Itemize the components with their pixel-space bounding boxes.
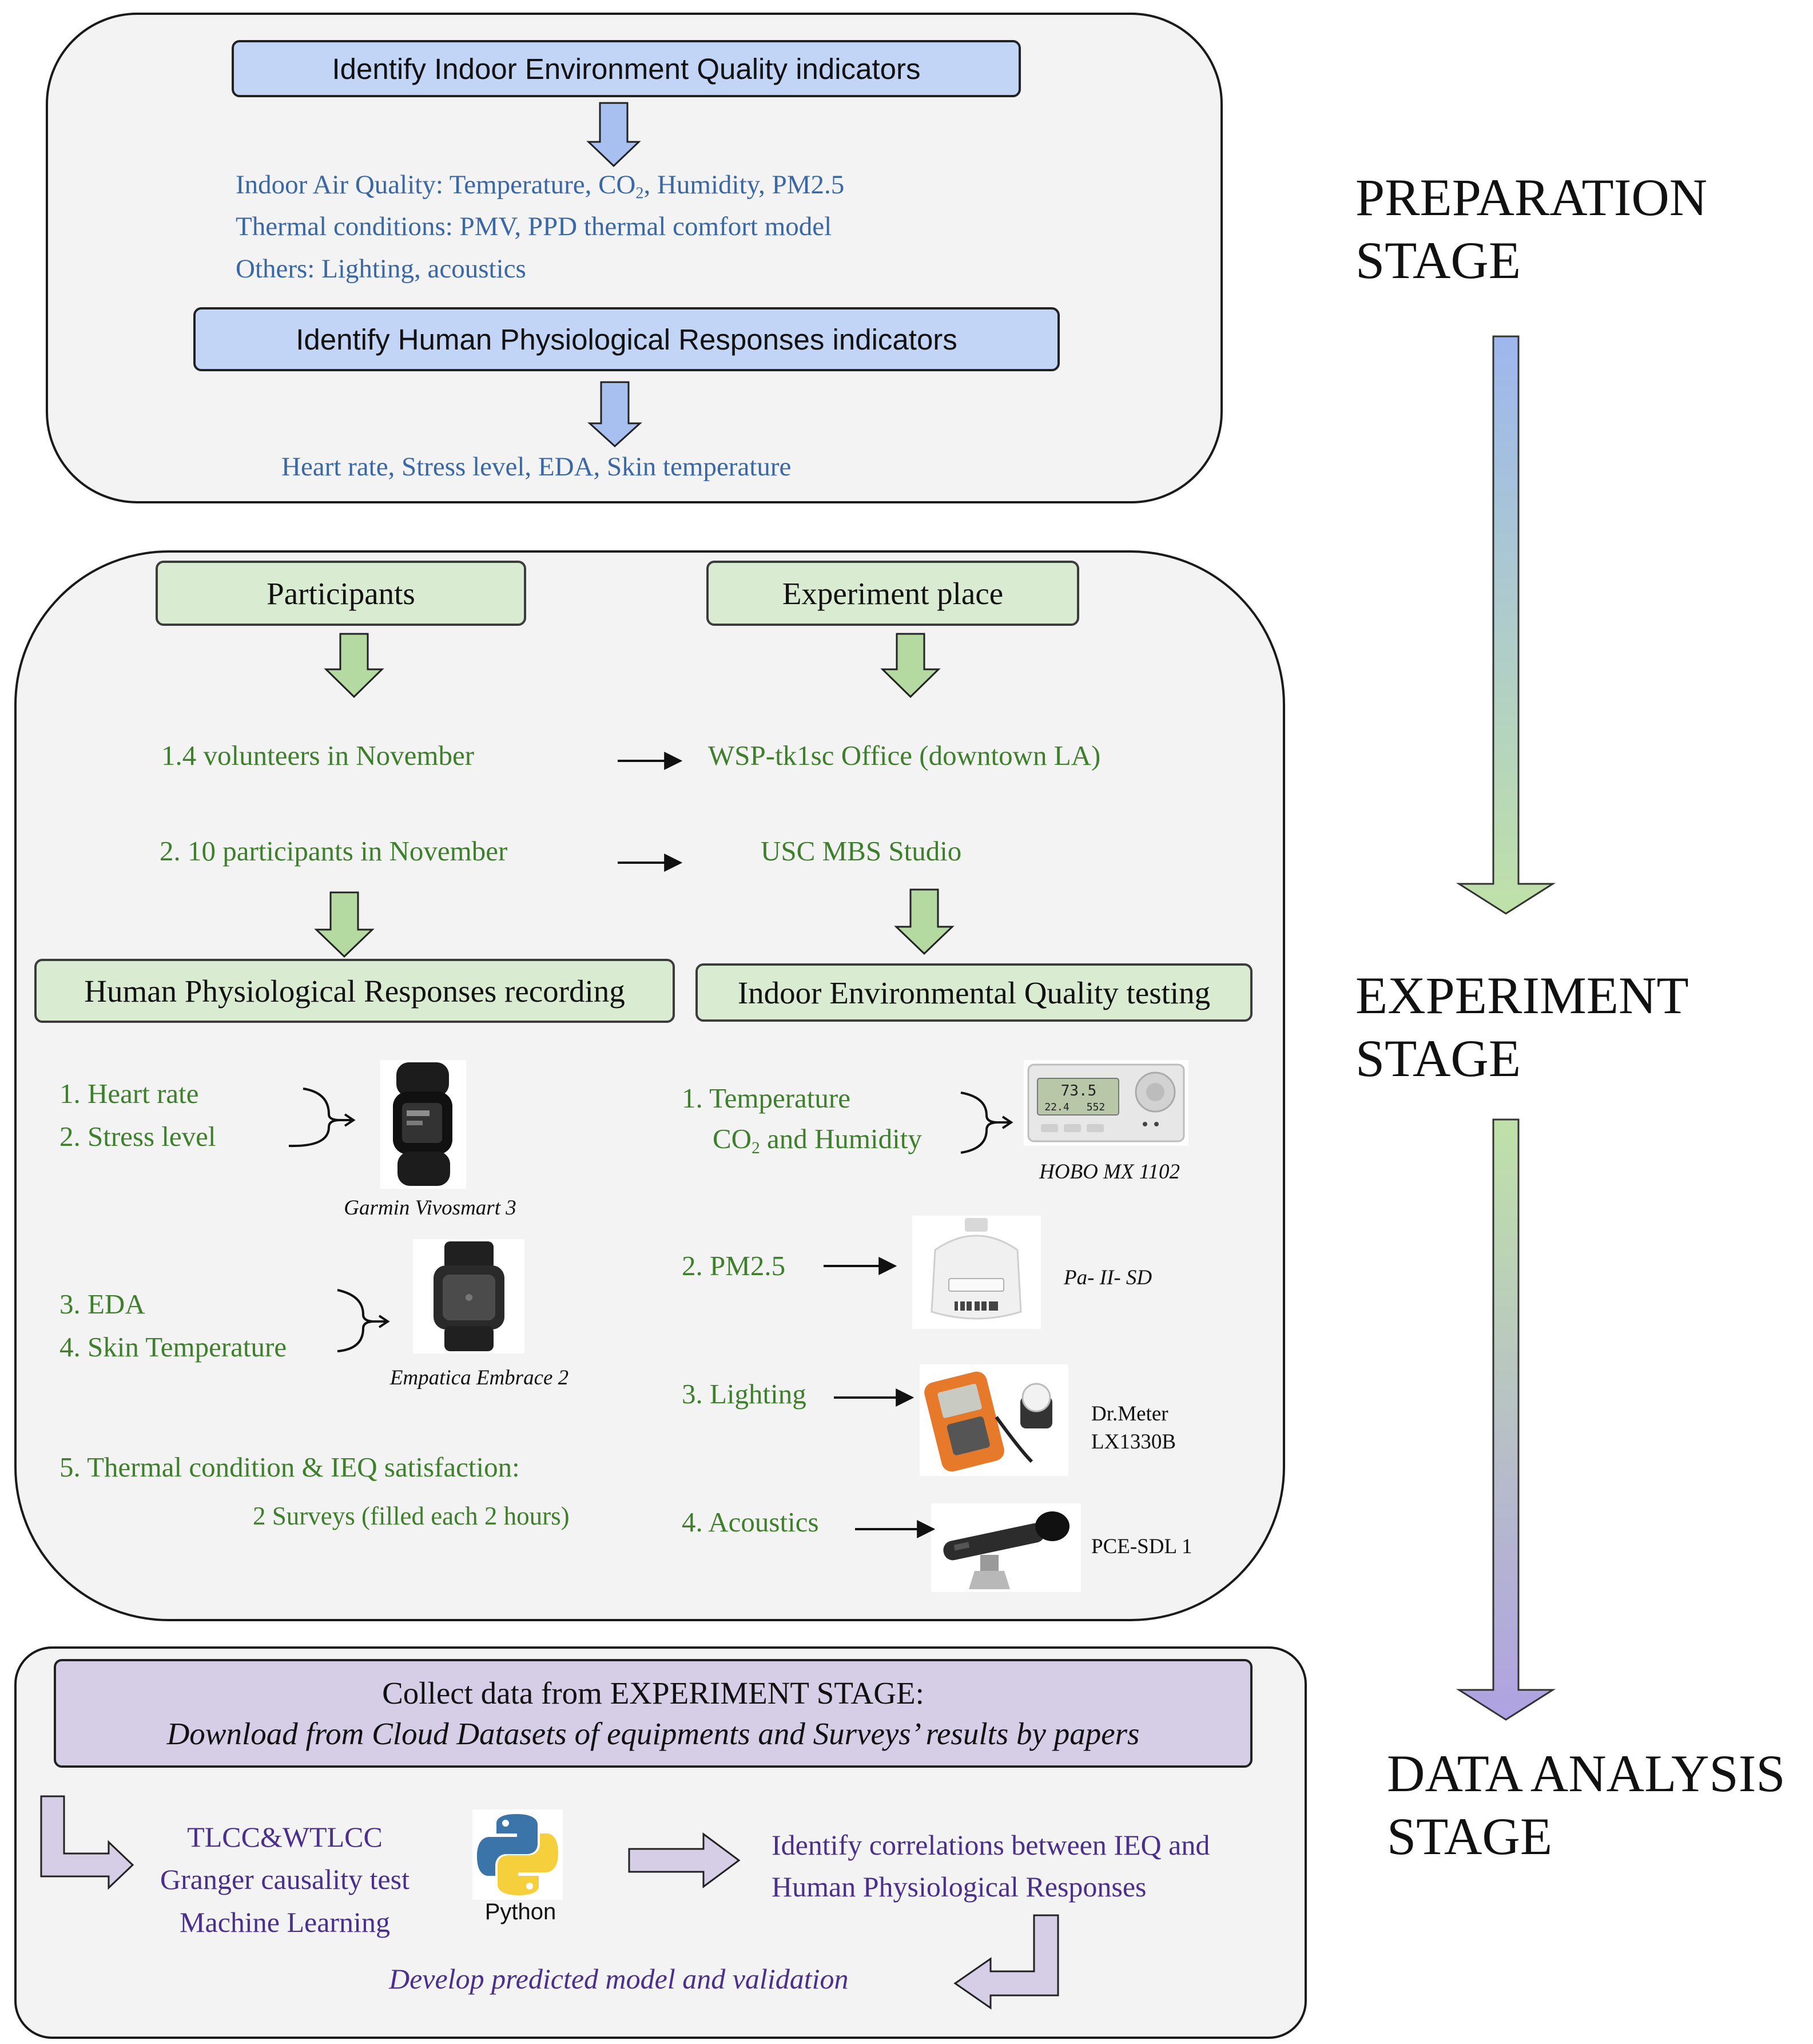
ieq-testing-box: Indoor Environmental Quality testing — [695, 963, 1253, 1022]
down-arrow-participants — [324, 633, 384, 698]
iaq-subscript: 2 — [635, 184, 644, 203]
hpr-indicators-header: Identify Human Physiological Responses i… — [193, 307, 1060, 371]
heart-rate-text: 1. Heart rate — [59, 1078, 199, 1109]
hobo-reading-1: 73.5 — [1061, 1082, 1097, 1100]
hpr-recording-box: Human Physiological Responses recording — [34, 959, 675, 1023]
pa-sensor-icon — [931, 1218, 1022, 1320]
collect-data-box: Collect data from EXPERIMENT STAGE: Down… — [54, 1659, 1253, 1768]
pm25-text: 2. PM2.5 — [682, 1250, 786, 1281]
pce-meter-image — [931, 1503, 1081, 1592]
iaq-prefix: Indoor Air Quality: Temperature, CO — [236, 170, 636, 200]
pce-caption: PCE-SDL 1 — [1091, 1535, 1192, 1558]
sound-meter-icon — [943, 1511, 1069, 1589]
co2-suffix: and Humidity — [760, 1123, 922, 1154]
brace-eda-skin — [337, 1289, 390, 1352]
correlation-line1: Identify correlations between IEQ and — [772, 1829, 1210, 1861]
group1-text: 1.4 volunteers in November — [161, 740, 475, 771]
arrow-methods-to-correlation — [628, 1832, 741, 1888]
garmin-watch-icon — [393, 1062, 452, 1186]
experiment-stage-label: EXPERIMENT STAGE — [1355, 966, 1688, 1088]
acoustics-text: 4. Acoustics — [682, 1506, 819, 1538]
hobo-reading-2: 22.4 — [1044, 1101, 1069, 1113]
hobo-logger-icon: 73.5 22.4 552 — [1027, 1063, 1185, 1142]
iaq-text: Indoor Air Quality: Temperature, CO2, Hu… — [236, 172, 844, 202]
lighting-text: 3. Lighting — [682, 1378, 806, 1410]
iaq-suffix: , Humidity, PM2.5 — [643, 170, 845, 200]
participants-box: Participants — [156, 561, 526, 626]
empatica-watch-image — [413, 1239, 524, 1354]
lux-meter-icon — [924, 1371, 1052, 1472]
hobo-caption: HOBO MX 1102 — [1039, 1160, 1180, 1184]
analysis-stage-label: DATA ANALYSIS STAGE — [1387, 1744, 1786, 1866]
eda-text: 3. EDA — [59, 1288, 145, 1320]
method-tlcc: TLCC&WTLCC — [187, 1821, 383, 1853]
co2-subscript: 2 — [752, 1138, 760, 1157]
bent-arrow-to-develop — [953, 1914, 1059, 2010]
down-arrow-ieq — [586, 102, 641, 168]
down-arrow-hpr-recording — [314, 891, 375, 958]
drmeter-image — [920, 1364, 1068, 1476]
develop-model-text: Develop predicted model and validation — [389, 1963, 849, 1995]
place1-text: WSP-tk1sc Office (downtown LA) — [708, 740, 1101, 771]
method-ml: Machine Learning — [180, 1906, 390, 1938]
correlation-line2: Human Physiological Responses — [772, 1871, 1147, 1903]
bent-arrow-to-methods — [40, 1795, 134, 1890]
ieq-indicators-header: Identify Indoor Environment Quality indi… — [232, 40, 1021, 97]
surveys-text: 2 Surveys (filled each 2 hours) — [253, 1502, 570, 1530]
method-granger: Granger causality test — [160, 1863, 409, 1895]
down-arrow-ieq-testing — [894, 888, 955, 955]
temperature-text: 1. Temperature — [682, 1082, 850, 1114]
garmin-caption: Garmin Vivosmart 3 — [344, 1196, 516, 1220]
stress-level-text: 2. Stress level — [59, 1121, 216, 1152]
stage-arrow-experiment-to-analysis — [1456, 1118, 1556, 1721]
drmeter-caption-line2: LX1330B — [1091, 1430, 1176, 1454]
drmeter-caption-line1: Dr.Meter — [1091, 1402, 1168, 1426]
empatica-caption: Empatica Embrace 2 — [389, 1366, 569, 1390]
python-label: Python — [484, 1899, 556, 1924]
co2-prefix: CO — [713, 1123, 752, 1154]
co2-humidity-text: CO2 and Humidity — [713, 1125, 922, 1157]
garmin-watch-image — [380, 1060, 466, 1189]
collect-data-line1: Collect data from EXPERIMENT STAGE: — [382, 1675, 924, 1710]
pa-caption: Pa- II- SD — [1064, 1266, 1152, 1289]
pa-sensor-image — [912, 1216, 1041, 1329]
down-arrow-hpr — [587, 381, 642, 448]
down-arrow-place — [880, 633, 941, 698]
skin-temperature-text: 4. Skin Temperature — [59, 1331, 287, 1363]
python-logo — [472, 1809, 563, 1900]
stage-arrow-prep-to-experiment — [1456, 335, 1556, 915]
collect-data-line2: Download from Cloud Datasets of equipmen… — [166, 1716, 1140, 1751]
preparation-stage-label: PREPARATION STAGE — [1355, 168, 1708, 290]
group2-text: 2. 10 participants in November — [160, 835, 508, 867]
hobo-logger-image: 73.5 22.4 552 — [1024, 1060, 1188, 1146]
python-logo-icon — [477, 1814, 558, 1895]
brace-heart-stress — [288, 1088, 356, 1148]
thermal-satisfaction-text: 5. Thermal condition & IEQ satisfaction: — [59, 1451, 520, 1483]
experiment-place-box: Experiment place — [706, 561, 1079, 626]
others-text: Others: Lighting, acoustics — [236, 254, 526, 284]
thermal-text: Thermal conditions: PMV, PPD thermal com… — [236, 212, 832, 241]
brace-temperature-co2 — [960, 1092, 1013, 1154]
empatica-watch-icon — [434, 1241, 504, 1351]
hpr-indicators-text: Heart rate, Stress level, EDA, Skin temp… — [281, 452, 792, 482]
hobo-reading-3: 552 — [1087, 1101, 1106, 1113]
place2-text: USC MBS Studio — [761, 835, 962, 867]
